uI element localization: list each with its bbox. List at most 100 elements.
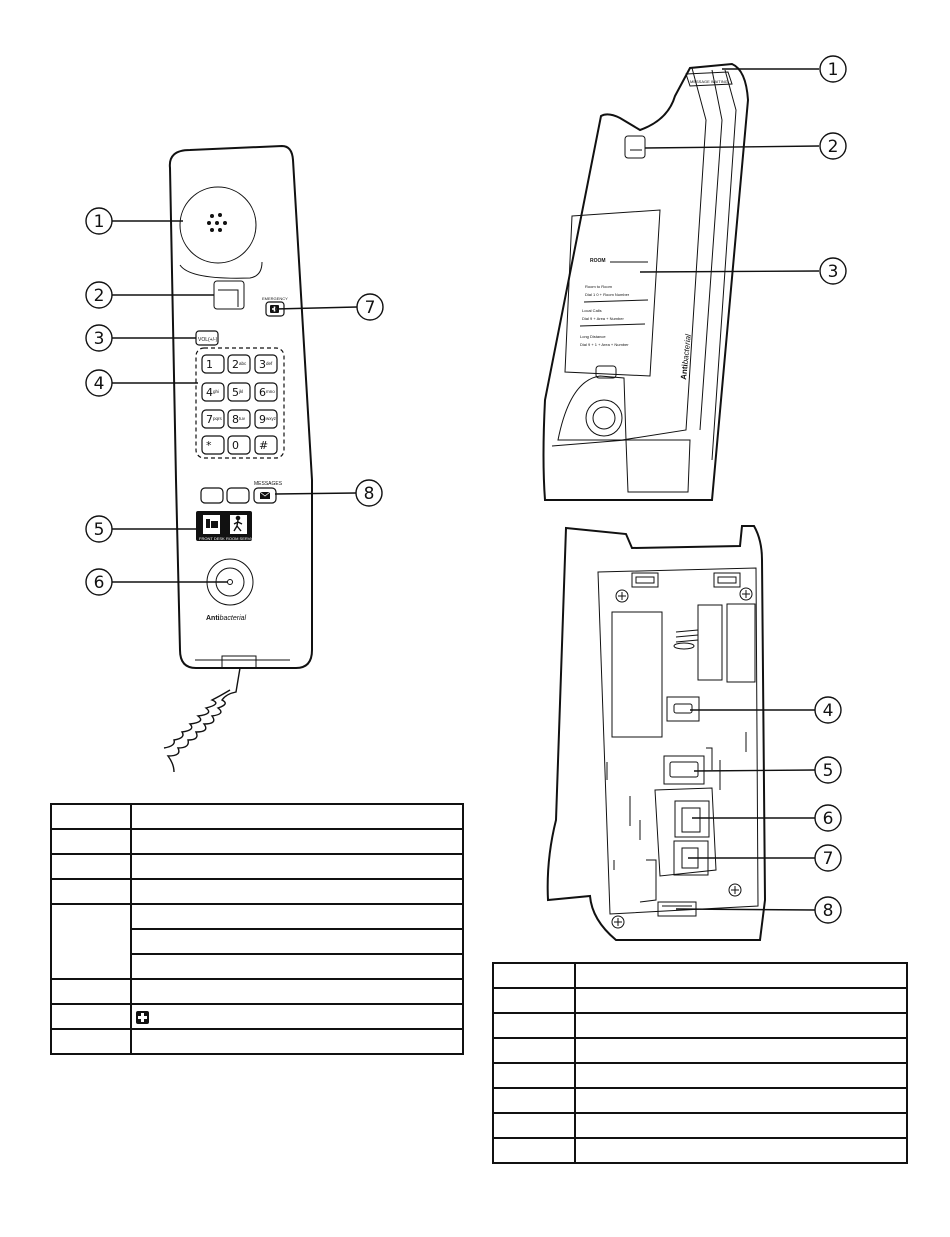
message-waiting-indicator <box>624 135 646 159</box>
keypad-key-1[interactable]: 1 <box>201 354 225 374</box>
long-distance-label: Long Distance <box>580 334 606 339</box>
key-digit: 9 <box>259 413 266 426</box>
key-letters: mno <box>266 389 275 394</box>
callout-number: 2 <box>94 286 105 306</box>
table-row <box>492 987 908 1014</box>
room-label: ROOM <box>590 258 606 264</box>
table-row <box>51 953 464 980</box>
envelope-icon <box>259 491 271 499</box>
side-callouts: 1 2 3 <box>639 55 847 285</box>
callout-number: 7 <box>365 298 376 318</box>
table-row <box>51 928 464 955</box>
callout-7: 7 <box>356 293 384 321</box>
table-row <box>492 1112 908 1139</box>
key-digit: 6 <box>259 386 266 399</box>
table-row <box>50 903 464 980</box>
function-button-left[interactable] <box>200 487 224 504</box>
back-line-jack <box>674 800 710 838</box>
long-distance-dial: Dial 9 + 1 + Area + Number <box>580 342 629 347</box>
front-desk-label: FRONT DESK <box>199 536 225 541</box>
key-letters: tuv <box>239 416 246 421</box>
key-letters: pqrs <box>213 416 223 421</box>
callout-number: 6 <box>823 809 834 829</box>
room-to-room-dial: Dial 1 0 + Room Number <box>585 292 630 297</box>
room-to-room-label: Room to Room <box>585 284 613 289</box>
keypad-key-12[interactable]: # <box>254 435 278 455</box>
key-digit: * <box>206 439 212 452</box>
back-parts-table <box>492 962 908 1164</box>
key-digit: 8 <box>232 413 239 426</box>
front-callouts: 1 2 3 4 5 6 7 8 <box>85 207 384 596</box>
key-letters: jkl <box>238 389 243 394</box>
callout-number: 5 <box>823 761 834 781</box>
callout-number: 6 <box>94 573 105 593</box>
callout-2: 2 <box>819 132 847 160</box>
callout-number: 5 <box>94 520 105 540</box>
key-letters: wxyz <box>266 416 277 421</box>
table-row <box>50 828 464 855</box>
speaker-grille-icon <box>207 213 227 232</box>
callout-number: 8 <box>823 901 834 921</box>
key-digit: 4 <box>206 386 213 399</box>
callout-1: 1 <box>85 207 113 235</box>
callout-number: 4 <box>94 374 105 394</box>
function-button-middle[interactable] <box>226 487 250 504</box>
callout-5: 5 <box>85 515 113 543</box>
callout-4: 4 <box>85 369 113 397</box>
table-row <box>492 1037 908 1064</box>
side-antibacterial-logo: Antibacterial <box>679 333 693 380</box>
table-row <box>492 1137 908 1164</box>
key-letters: abc <box>239 361 247 366</box>
table-row <box>50 803 464 830</box>
table-row <box>492 1062 908 1089</box>
table-row <box>50 1003 464 1030</box>
messages-label: MESSAGES <box>254 481 283 487</box>
key-digit: 7 <box>206 413 213 426</box>
local-calls-label: Local Calls <box>582 308 602 313</box>
callout-number: 3 <box>828 262 839 282</box>
callout-number: 1 <box>828 60 839 80</box>
key-digit: 5 <box>232 386 239 399</box>
callout-3: 3 <box>819 257 847 285</box>
key-digit: 3 <box>259 358 266 371</box>
key-letters: def <box>266 361 273 366</box>
keypad-key-11[interactable]: 0 <box>227 435 251 455</box>
callout-number: 4 <box>823 701 834 721</box>
volume-label: VOL(+/-) <box>198 337 218 343</box>
callout-6: 6 <box>814 804 842 832</box>
room-info-card <box>564 209 661 377</box>
callout-8: 8 <box>814 896 842 924</box>
table-row <box>50 878 464 905</box>
key-letters: ghi <box>213 389 219 394</box>
keypad-key-10[interactable]: * <box>201 435 225 455</box>
callout-number: 2 <box>828 137 839 157</box>
front-desk-icon <box>206 519 218 528</box>
key-digit: 0 <box>232 439 239 452</box>
room-service-label: ROOM SERVICE <box>226 536 257 541</box>
callout-1: 1 <box>819 55 847 83</box>
table-row <box>492 1012 908 1039</box>
keypad-outline <box>195 347 285 459</box>
back-upper-connector <box>663 755 705 785</box>
key-digit: 1 <box>206 358 213 371</box>
local-calls-dial: Dial 9 + Area + Number <box>582 316 624 321</box>
emergency-cross-icon <box>136 1010 149 1024</box>
callout-7: 7 <box>814 844 842 872</box>
message-waiting-label: MESSAGE WAITING <box>690 79 728 84</box>
back-view-base <box>546 525 767 941</box>
table-row <box>50 1028 464 1055</box>
callout-8: 8 <box>355 479 383 507</box>
callout-number: 3 <box>94 329 105 349</box>
back-callouts: 4 5 6 7 8 <box>675 696 842 924</box>
table-row <box>50 978 464 1005</box>
